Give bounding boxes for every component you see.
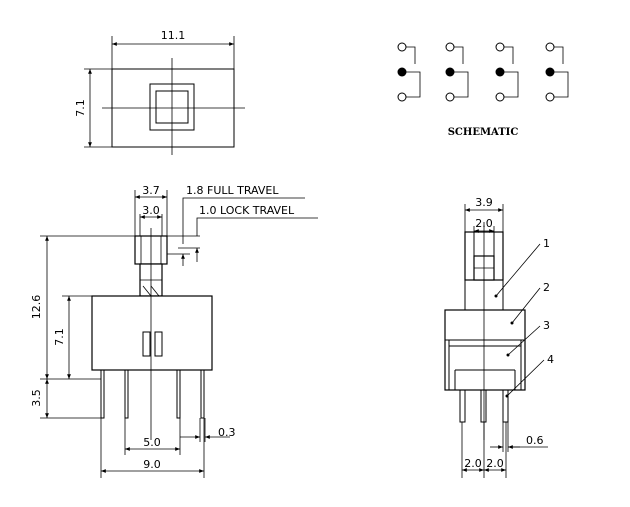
side-view-pitch-right: 2.0 xyxy=(486,457,504,470)
schematic-wire xyxy=(554,46,564,64)
callout-1-dot xyxy=(494,294,498,298)
top-view: 11.1 7.1 xyxy=(74,29,245,155)
schematic-switch-1 xyxy=(397,42,421,102)
front-view-body-height: 7.1 xyxy=(53,328,66,346)
terminal-common xyxy=(397,67,407,77)
schematic-wire xyxy=(454,71,469,98)
side-view-pin xyxy=(480,389,487,423)
front-view-button-width: 3.7 xyxy=(142,184,160,197)
terminal-open xyxy=(545,92,555,102)
callout-3-leader xyxy=(507,325,541,356)
top-view-height-dim: 7.1 xyxy=(74,99,87,117)
front-lock-travel-leader xyxy=(196,217,318,236)
side-view-pitch-left: 2.0 xyxy=(464,457,482,470)
front-view-pin-length: 3.5 xyxy=(30,389,43,407)
terminal-open xyxy=(445,92,455,102)
terminal-common xyxy=(545,67,555,77)
schematic-switch-4 xyxy=(545,42,569,102)
terminal-common xyxy=(495,67,505,77)
callout-1: 1 xyxy=(543,237,550,250)
side-view-button-width: 3.9 xyxy=(475,196,493,209)
front-view: 3.7 3.0 1.8 FULL TRAVEL 1.0 LOCK TRAVEL … xyxy=(30,184,318,478)
side-view-pin-width: 0.6 xyxy=(526,434,544,447)
terminal-open xyxy=(495,42,505,52)
front-view-pin xyxy=(200,369,205,419)
front-view-total-height: 12.6 xyxy=(30,295,43,320)
schematic-wire xyxy=(406,46,416,64)
side-view-stem-width: 2.0 xyxy=(475,217,493,230)
schematic: SCHEMATIC xyxy=(397,42,569,138)
callout-2-dot xyxy=(510,321,514,325)
callout-4: 4 xyxy=(547,353,554,366)
front-view-pin xyxy=(100,369,105,419)
terminal-open xyxy=(545,42,555,52)
front-view-window-left xyxy=(142,331,151,357)
terminal-open xyxy=(397,92,407,102)
callout-2: 2 xyxy=(543,281,550,294)
callout-3-dot xyxy=(506,353,510,357)
front-view-stem-width: 3.0 xyxy=(142,204,160,217)
callout-3: 3 xyxy=(543,319,550,332)
side-view: 3.9 2.0 1 2 3 4 2.0 2.0 0.6 xyxy=(444,196,554,478)
schematic-switch-2 xyxy=(445,42,469,102)
front-view-stem-line xyxy=(142,285,152,297)
front-view-pin xyxy=(124,369,129,419)
front-view-lock-travel: 1.0 LOCK TRAVEL xyxy=(199,204,295,217)
schematic-wire xyxy=(504,46,514,64)
schematic-wire xyxy=(406,71,421,98)
terminal-common xyxy=(445,67,455,77)
front-view-window-right xyxy=(154,331,163,357)
schematic-wire xyxy=(454,46,464,64)
terminal-open xyxy=(397,42,407,52)
terminal-open xyxy=(495,92,505,102)
schematic-wire xyxy=(504,71,519,98)
callout-2-leader xyxy=(511,287,541,324)
front-view-stem-line xyxy=(150,285,160,297)
front-view-pin-span: 9.0 xyxy=(143,458,161,471)
side-view-pin xyxy=(502,389,509,423)
front-view-body xyxy=(91,295,213,371)
front-full-travel-leader xyxy=(182,197,305,244)
schematic-switch-3 xyxy=(495,42,519,102)
front-view-pin-pitch: 5.0 xyxy=(143,436,161,449)
schematic-wire xyxy=(554,71,569,98)
side-view-pin xyxy=(459,389,466,423)
front-view-full-travel: 1.8 FULL TRAVEL xyxy=(186,184,279,197)
callout-1-leader xyxy=(495,243,541,297)
schematic-label: SCHEMATIC xyxy=(448,127,519,138)
terminal-open xyxy=(445,42,455,52)
top-view-width-dim: 11.1 xyxy=(161,29,186,42)
front-view-pin xyxy=(176,369,181,419)
callout-4-leader xyxy=(506,359,545,397)
front-view-pin-thickness: 0.3 xyxy=(218,426,236,439)
callout-4-dot xyxy=(505,394,509,398)
